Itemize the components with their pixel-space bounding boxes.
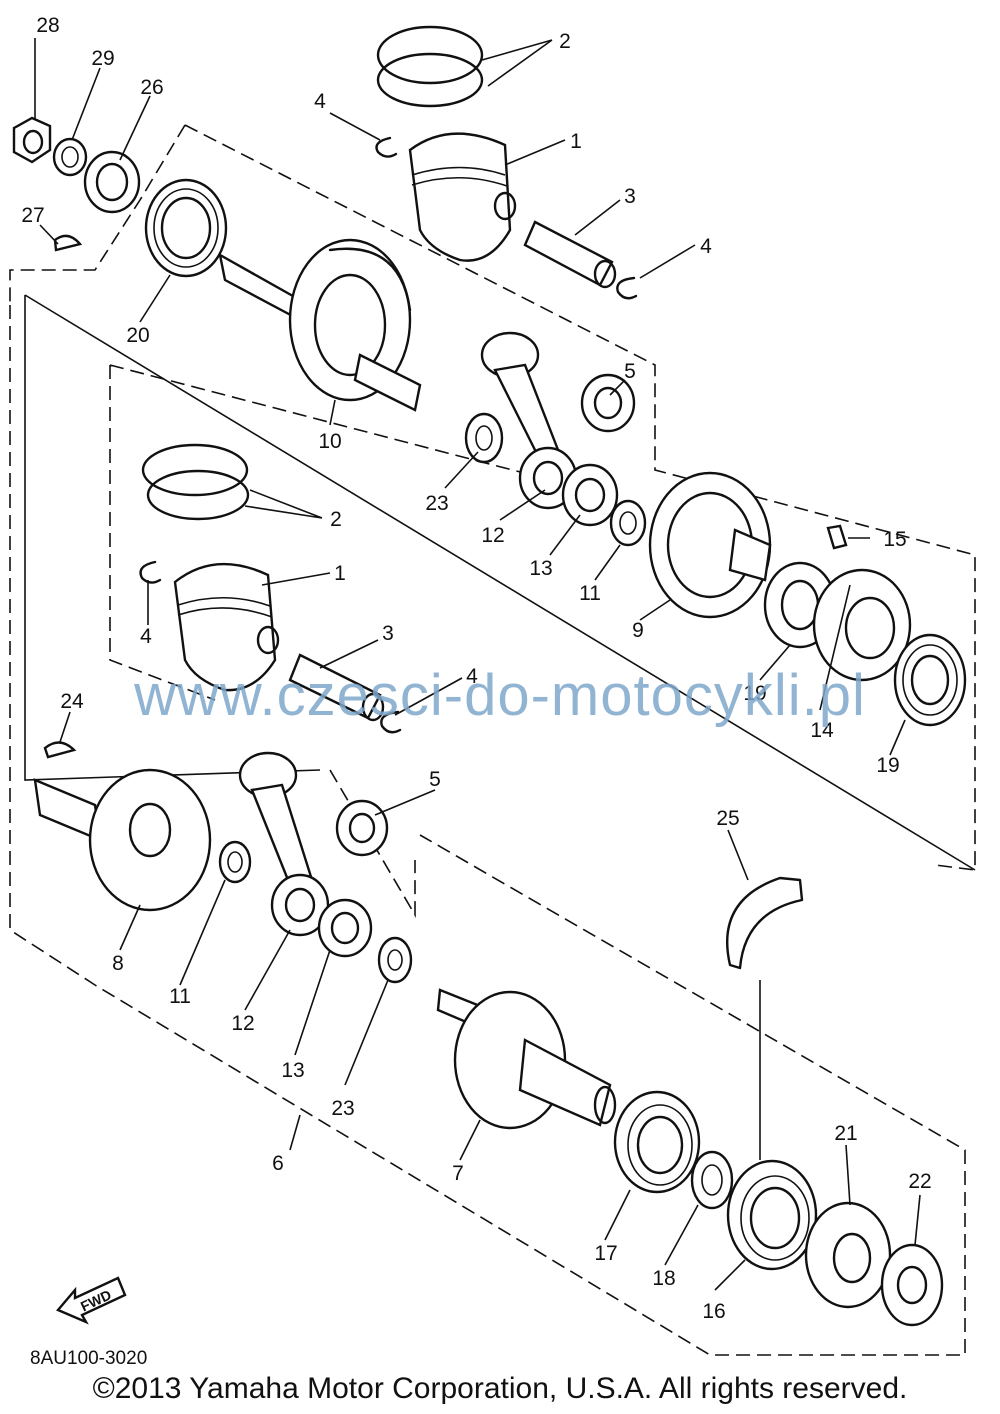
part-bearing-right bbox=[893, 633, 967, 727]
callout-24: 24 bbox=[60, 690, 84, 713]
part-dowel-pin bbox=[826, 524, 848, 550]
assembly-dashed-outline-upper bbox=[9, 124, 976, 871]
callout-numbers: 28 29 26 27 20 2 4 1 3 4 5 10 23 12 13 1… bbox=[21, 14, 931, 1323]
part-circlip-upper-a bbox=[375, 136, 398, 158]
callout-1-upper: 1 bbox=[570, 130, 582, 153]
callout-14: 14 bbox=[810, 719, 834, 742]
callout-8: 8 bbox=[112, 952, 124, 975]
callout-25: 25 bbox=[716, 807, 739, 830]
part-needle-bearing-lower bbox=[335, 799, 389, 857]
callout-11-lower: 11 bbox=[169, 985, 191, 1008]
watermark: www.czesci-do-motocykli.pl bbox=[134, 663, 866, 728]
callout-17: 17 bbox=[594, 1242, 617, 1265]
callout-7: 7 bbox=[452, 1162, 464, 1185]
part-piston-rings-upper bbox=[376, 25, 484, 108]
callout-12-lower: 12 bbox=[231, 1012, 254, 1035]
part-piston-middle bbox=[173, 562, 280, 692]
callout-13-lower: 13 bbox=[281, 1059, 304, 1082]
part-circlip-upper-b bbox=[616, 276, 638, 300]
part-lock-washer bbox=[52, 137, 88, 177]
assembly-solid-outline bbox=[24, 294, 976, 871]
callout-20: 20 bbox=[126, 324, 149, 347]
part-collar-washer bbox=[690, 1150, 734, 1210]
part-outer-bearing bbox=[726, 1159, 818, 1271]
part-key-lower bbox=[43, 741, 77, 759]
callout-6: 6 bbox=[272, 1152, 284, 1175]
part-crank-center bbox=[812, 568, 912, 682]
callout-5-upper: 5 bbox=[624, 360, 636, 383]
callout-1-middle: 1 bbox=[334, 562, 346, 585]
part-piston-rings-middle bbox=[141, 443, 250, 521]
callout-leaders bbox=[34, 38, 921, 1291]
part-crank-half-upper bbox=[218, 238, 422, 412]
callout-10: 10 bbox=[318, 430, 341, 453]
callout-19-right: 19 bbox=[876, 754, 899, 777]
callout-11-upper: 11 bbox=[579, 582, 601, 605]
part-thrust-washer-lower bbox=[218, 840, 252, 884]
part-crank-half-lower-right bbox=[436, 988, 617, 1130]
part-big-end-bearing-upper bbox=[561, 463, 619, 527]
copyright-notice: ©2013 Yamaha Motor Corporation, U.S.A. A… bbox=[92, 1372, 908, 1405]
callout-4-upper-a: 4 bbox=[314, 90, 326, 113]
callout-12-upper: 12 bbox=[481, 524, 504, 547]
callout-19-left: 19 bbox=[743, 682, 766, 705]
callout-16: 16 bbox=[702, 1300, 725, 1323]
part-main-bearing-lower bbox=[613, 1090, 701, 1194]
part-oil-seal-lower bbox=[804, 1201, 892, 1309]
callout-18: 18 bbox=[652, 1267, 675, 1290]
part-circlip-middle-b bbox=[380, 710, 402, 734]
callout-15: 15 bbox=[883, 528, 906, 551]
callout-28: 28 bbox=[36, 14, 59, 37]
callout-26: 26 bbox=[140, 76, 163, 99]
part-oil-seal bbox=[83, 150, 141, 214]
part-half-ring bbox=[726, 876, 804, 970]
callout-4-middle-b: 4 bbox=[466, 665, 478, 688]
callout-3-upper: 3 bbox=[624, 185, 636, 208]
assembly-dashed-outline-middle bbox=[109, 364, 571, 918]
callout-4-middle-a: 4 bbox=[140, 625, 152, 648]
assembly-dashed-outline-lower bbox=[9, 305, 966, 1356]
callout-4-upper-b: 4 bbox=[700, 235, 712, 258]
callout-29: 29 bbox=[91, 47, 114, 70]
part-piston-pin-upper bbox=[523, 220, 617, 289]
part-connecting-rod-lower bbox=[238, 751, 330, 937]
part-woodruff-key bbox=[53, 234, 83, 252]
callout-5-lower: 5 bbox=[429, 768, 441, 791]
part-nut bbox=[12, 116, 52, 164]
part-piston-pin-middle bbox=[288, 653, 385, 722]
callout-9: 9 bbox=[632, 619, 644, 642]
callout-22: 22 bbox=[908, 1170, 931, 1193]
fwd-label: FWD bbox=[78, 1286, 114, 1314]
part-thrust-washer-upper bbox=[609, 499, 647, 547]
part-needle-bearing-upper bbox=[580, 373, 636, 433]
callout-2-middle: 2 bbox=[330, 508, 342, 531]
callout-23-upper: 23 bbox=[425, 492, 448, 515]
part-bearing bbox=[144, 178, 228, 278]
callout-3-middle: 3 bbox=[382, 622, 394, 645]
part-crank-half-middle bbox=[648, 471, 772, 619]
part-gear bbox=[880, 1243, 944, 1327]
callout-2-upper: 2 bbox=[559, 30, 571, 53]
part-big-end-bearing-lower bbox=[317, 898, 373, 958]
fwd-arrow-icon: FWD bbox=[56, 1276, 127, 1325]
callout-21: 21 bbox=[834, 1122, 857, 1145]
part-crank-half-lower-left bbox=[33, 768, 212, 912]
part-washer-lower bbox=[377, 936, 413, 984]
drawing-code: 8AU100-3020 bbox=[30, 1348, 148, 1369]
part-washer-upper bbox=[464, 412, 504, 464]
callout-13-upper: 13 bbox=[529, 557, 552, 580]
part-piston-upper bbox=[408, 132, 517, 262]
part-circlip-middle-a bbox=[139, 560, 162, 584]
callout-27: 27 bbox=[21, 204, 44, 227]
callout-23-lower: 23 bbox=[331, 1097, 354, 1120]
